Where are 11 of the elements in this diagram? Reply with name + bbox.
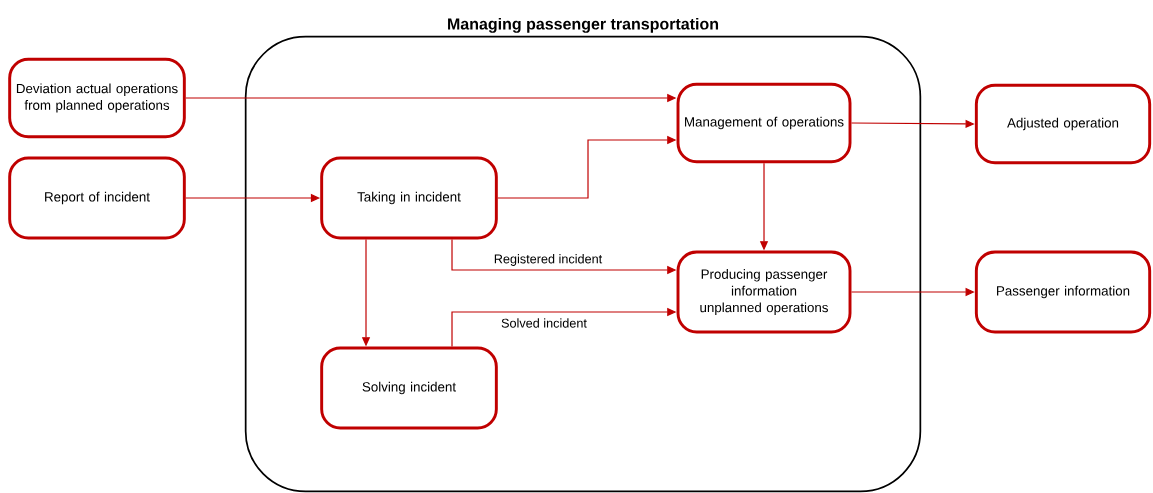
- process-box: Producing passenger information unplanned operations: [676, 250, 852, 334]
- edge-label: Registered incident: [492, 252, 604, 268]
- process-box: Deviation actual operations from planned operations: [8, 57, 186, 139]
- process-box: Report of incident: [8, 156, 186, 240]
- node-label: Managing passenger transportation: [448, 17, 719, 33]
- process-box: Passenger information: [974, 250, 1152, 334]
- process-box: Taking in incident: [320, 156, 498, 240]
- process-box: Management of operations: [676, 82, 852, 164]
- edge-label: Solved incident: [499, 317, 589, 329]
- process-box: Solving incident: [320, 346, 498, 430]
- process-box: Adjusted operation: [974, 83, 1152, 165]
